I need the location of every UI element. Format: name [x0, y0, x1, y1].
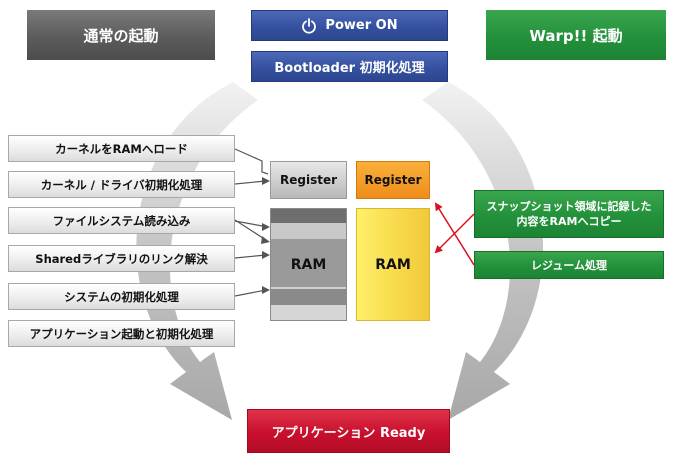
step-kernel-driver-init: カーネル / ドライバ初期化処理	[8, 171, 235, 198]
ram-warp-label: RAM	[375, 256, 411, 273]
warp-boot-header: Warp!! 起動	[486, 10, 666, 60]
snapshot-to-ram-arrow	[434, 213, 475, 254]
ram-normal-label: RAM	[290, 256, 327, 273]
step-filesystem-load: ファイルシステム読み込み	[8, 207, 235, 234]
step-label: Sharedライブラリのリンク解決	[35, 251, 208, 266]
step-label: アプリケーション起動と初期化処理	[29, 326, 214, 341]
bootloader-label: Bootloader 初期化処理	[274, 61, 425, 76]
normal-boot-header-label: 通常の起動	[83, 26, 159, 45]
step-load-kernel: カーネルをRAMへロード	[8, 135, 235, 162]
step-label: ファイルシステム読み込み	[52, 213, 191, 228]
step-connectors	[234, 148, 269, 297]
power-on-box: Power ON	[251, 10, 448, 41]
resume-label: レジューム処理	[531, 258, 607, 272]
bootloader-box: Bootloader 初期化処理	[251, 51, 448, 82]
step-system-init: システムの初期化処理	[8, 283, 235, 310]
warp-boot-flow-arrow	[422, 82, 544, 420]
app-ready-label: アプリケーション Ready	[271, 425, 426, 441]
register-warp-label: Register	[364, 173, 422, 187]
register-normal: Register	[270, 161, 347, 199]
step-label: システムの初期化処理	[64, 289, 179, 304]
step-app-launch-init: アプリケーション起動と初期化処理	[8, 320, 235, 347]
step-label: カーネルをRAMへロード	[55, 141, 188, 156]
snapshot-copy-box: スナップショット領域に記録した 内容をRAMへコピー	[474, 190, 664, 238]
register-normal-label: Register	[279, 173, 338, 187]
step-label: カーネル / ドライバ初期化処理	[40, 177, 203, 192]
resume-box: レジューム処理	[474, 251, 664, 279]
normal-boot-header: 通常の起動	[27, 10, 215, 60]
app-ready-box: アプリケーション Ready	[247, 409, 450, 453]
ram-normal: RAM	[270, 208, 347, 321]
power-on-label: Power ON	[325, 18, 398, 33]
resume-to-register-arrow	[434, 202, 475, 266]
warp-boot-header-label: Warp!! 起動	[529, 26, 623, 45]
ram-warp: RAM	[356, 208, 430, 321]
register-warp: Register	[356, 161, 430, 199]
snapshot-copy-label: スナップショット領域に記録した 内容をRAMへコピー	[486, 200, 652, 228]
power-icon	[302, 17, 317, 34]
step-shared-library-link: Sharedライブラリのリンク解決	[8, 245, 235, 272]
